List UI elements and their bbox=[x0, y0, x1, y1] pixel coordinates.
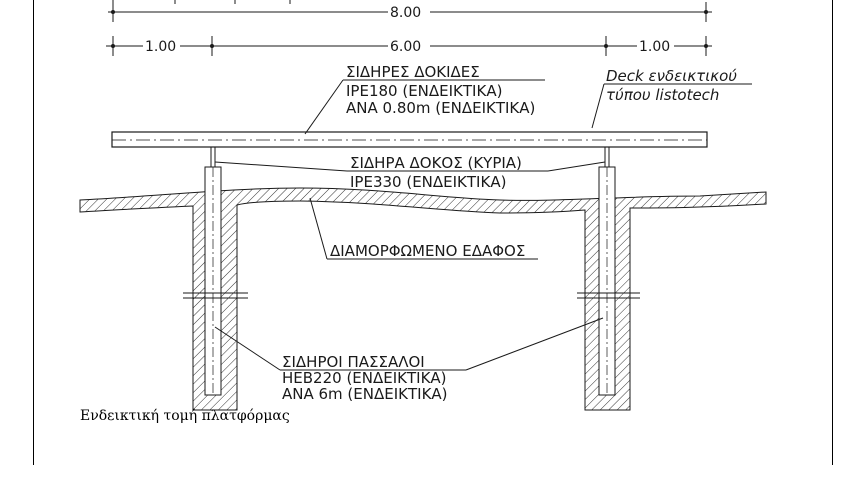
label-piles-line2: ΑΝΑ 6m (ΕΝΔΕΙΚΤΙΚΑ) bbox=[282, 385, 448, 403]
pile-connectors bbox=[210, 147, 610, 167]
label-beams-line2: ΑΝΑ 0.80m (ΕΝΔΕΙΚΤΙΚΑ) bbox=[346, 99, 535, 117]
label-piles-line1: HEB220 (ΕΝΔΕΙΚΤΙΚΑ) bbox=[282, 369, 447, 387]
page-frame-right bbox=[832, 0, 833, 465]
dimension-total-label: 8.00 bbox=[390, 5, 421, 21]
label-deck-line1: Deck ενδεικτικού bbox=[606, 67, 737, 85]
dimension-right-label: 1.00 bbox=[639, 39, 670, 55]
label-beams-title: ΣΙΔΗΡΕΣ ΔΟΚΙΔΕΣ bbox=[346, 63, 480, 81]
dimension-middle-label: 6.00 bbox=[390, 39, 421, 55]
dimension-left-label: 1.00 bbox=[145, 39, 176, 55]
label-main-beam-line1: IPE330 (ΕΝΔΕΙΚΤΙΚΑ) bbox=[350, 173, 506, 191]
label-piles-title: ΣΙΔΗΡΟΙ ΠΑΣΣΑΛΟΙ bbox=[282, 353, 425, 371]
cutoff-top-dimension bbox=[112, 0, 291, 4]
dimension-total: 8.00 bbox=[108, 2, 712, 22]
label-ground: ΔΙΑΜΟΡΦΩΜΕΝΟ ΕΔΑΦΟΣ bbox=[330, 242, 525, 260]
label-main-beam-title: ΣΙΔΗΡΑ ΔΟΚΟΣ (ΚΥΡΙΑ) bbox=[350, 154, 522, 172]
figure-caption: Ενδεικτική τομή πλατφόρμας bbox=[80, 408, 290, 424]
label-deck-line2: τύπου listotech bbox=[606, 86, 719, 104]
ground-section bbox=[79, 187, 767, 411]
label-beams-line1: IPE180 (ΕΝΔΕΙΚΤΙΚΑ) bbox=[346, 82, 502, 100]
page-frame-left bbox=[33, 0, 34, 465]
pile-left bbox=[183, 166, 248, 396]
leader-lines bbox=[214, 79, 752, 371]
deck-beam bbox=[111, 131, 708, 148]
pile-right bbox=[577, 166, 640, 396]
dimension-spans: 1.00 6.00 1.00 bbox=[106, 36, 712, 56]
